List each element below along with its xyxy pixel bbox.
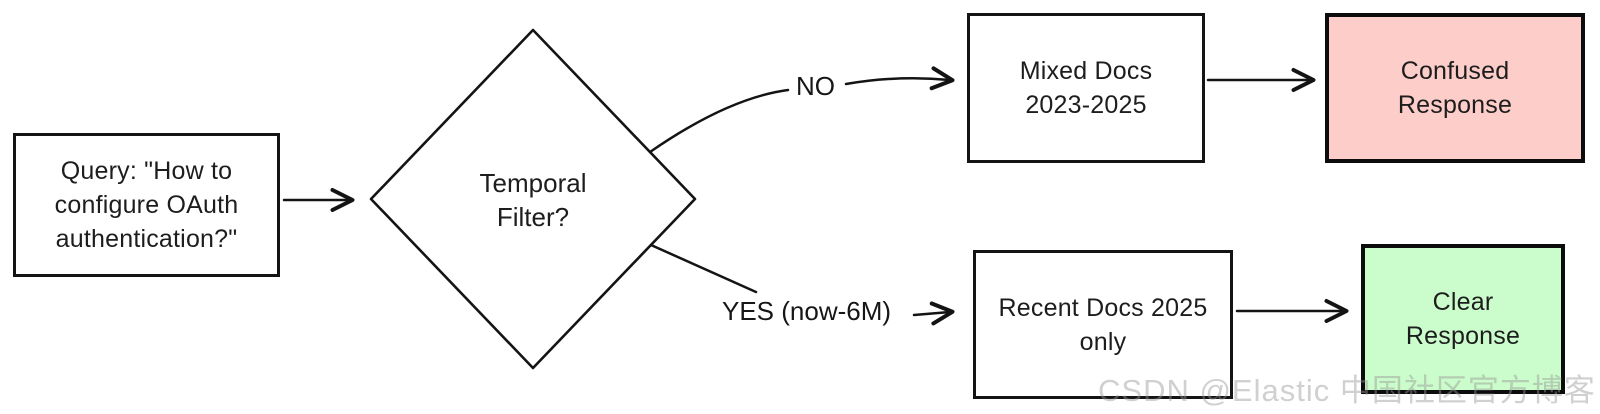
edge-no-segment-2 <box>844 66 955 91</box>
temporal-filter-label: Temporal Filter? <box>433 166 633 234</box>
clear-response-line1: Clear <box>1432 288 1494 316</box>
edge-no-segment-1 <box>648 88 790 154</box>
clear-response-line2: Response <box>1405 322 1521 350</box>
query-box-line2: configure OAuth <box>54 191 239 219</box>
recent-docs-line1: Recent Docs 2025 <box>998 293 1208 322</box>
query-box-line3: authentication?" <box>55 225 238 253</box>
query-box-line1: Query: "How to <box>60 157 233 185</box>
mixed-docs-line1: Mixed Docs <box>1019 57 1153 85</box>
query-box: Query: "How to configure OAuth authentic… <box>13 133 280 277</box>
recent-docs-line2: only <box>1079 327 1127 356</box>
edge-yes-segment-1 <box>649 243 758 294</box>
mixed-docs-box: Mixed Docs 2023-2025 <box>967 13 1205 163</box>
confused-response-box: Confused Response <box>1325 13 1585 163</box>
yes-branch-label: YES (now-6M) <box>722 296 892 326</box>
confused-response-line1: Confused <box>1400 57 1510 85</box>
clear-response-box: Clear Response <box>1361 244 1565 394</box>
temporal-filter-line1: Temporal <box>479 168 587 198</box>
recent-docs-box: Recent Docs 2025 only <box>973 250 1233 399</box>
temporal-filter-line2: Filter? <box>496 202 570 232</box>
temporal-filter-diamond <box>369 28 697 370</box>
mixed-docs-line2: 2023-2025 <box>1025 91 1147 119</box>
edge-yes-segment-2 <box>912 301 955 326</box>
confused-response-line2: Response <box>1397 91 1513 119</box>
no-branch-label: NO <box>796 71 835 101</box>
